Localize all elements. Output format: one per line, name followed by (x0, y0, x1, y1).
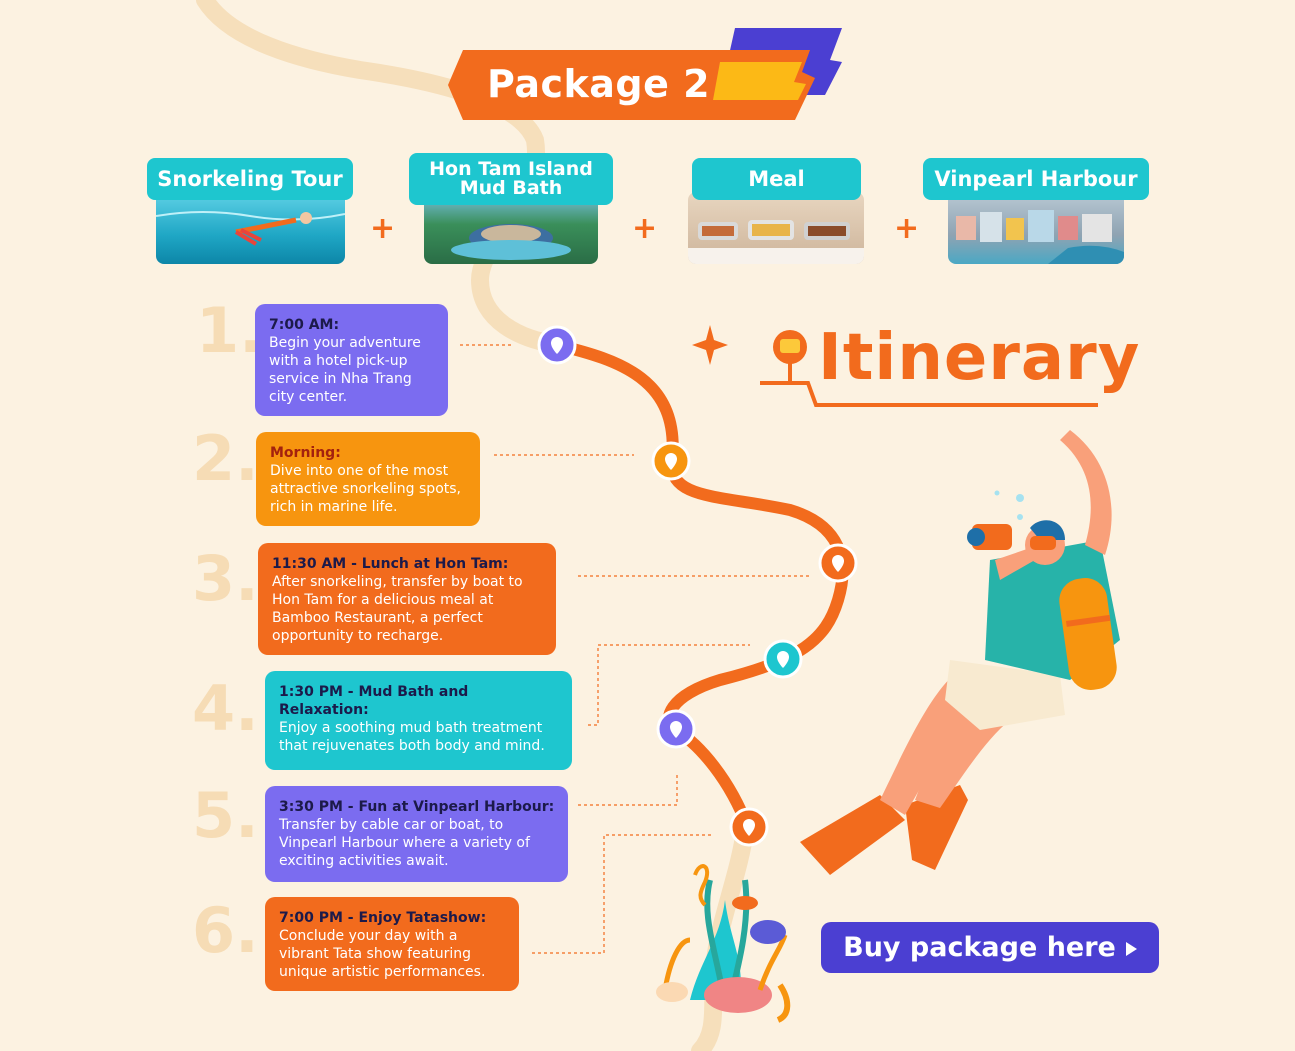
package-banner-shapes (448, 28, 842, 120)
step-card: Morning: Dive into one of the most attra… (256, 432, 480, 526)
meal-photo (688, 192, 864, 264)
plus-icon: + (370, 211, 396, 246)
step-number: 6. (192, 894, 259, 967)
step-heading: Morning: (270, 445, 341, 461)
pin-icon (651, 441, 691, 481)
plus-icon: + (632, 211, 658, 246)
step-number: 4. (192, 672, 259, 745)
step-text: Enjoy a soothing mud bath treatment that… (279, 720, 545, 754)
snorkeling-photo (156, 192, 345, 264)
connector-lines (460, 344, 810, 954)
step-number: 1. (196, 294, 263, 367)
step-heading: 7:00 AM: (269, 317, 340, 333)
itinerary-sign-icon (760, 330, 1098, 407)
step-heading: 1:30 PM - Mud Bath and Relaxation: (279, 684, 469, 718)
pin-icon (763, 639, 803, 679)
step-number: 5. (192, 779, 259, 852)
plus-icon: + (894, 211, 920, 246)
step-text: Begin your adventure with a hotel pick-u… (269, 335, 421, 405)
pin-icon (656, 709, 696, 749)
buy-package-label: Buy package here (843, 932, 1116, 963)
feature-label: Hon Tam Island Mud Bath (409, 153, 613, 205)
decorative-path (196, 0, 569, 354)
sparkle-icon (692, 325, 728, 365)
diver-illustration (800, 430, 1120, 875)
step-heading: 11:30 AM - Lunch at Hon Tam: (272, 556, 509, 572)
step-text: After snorkeling, transfer by boat to Ho… (272, 574, 523, 644)
buy-package-button[interactable]: Buy package here (821, 922, 1159, 973)
pin-icon (537, 325, 577, 365)
feature-label: Vinpearl Harbour (923, 158, 1149, 200)
step-card: 7:00 PM - Enjoy Tatashow: Conclude your … (265, 897, 519, 991)
route-path (551, 339, 849, 834)
step-card: 3:30 PM - Fun at Vinpearl Harbour: Trans… (265, 786, 568, 882)
route-pins (537, 325, 858, 847)
package-title: Package 2 (487, 62, 711, 106)
step-card: 7:00 AM: Begin your adventure with a hot… (255, 304, 448, 416)
step-heading: 3:30 PM - Fun at Vinpearl Harbour: (279, 799, 555, 815)
step-text: Dive into one of the most attractive sno… (270, 463, 461, 515)
play-arrow-icon (1125, 941, 1137, 956)
pin-icon (818, 543, 858, 583)
step-text: Conclude your day with a vibrant Tata sh… (279, 928, 486, 980)
step-text: Transfer by cable car or boat, to Vinpea… (279, 817, 530, 869)
step-number: 2. (192, 422, 259, 495)
itinerary-title: Itinerary (818, 321, 1141, 395)
feature-label: Snorkeling Tour (147, 158, 353, 200)
step-number: 3. (192, 542, 259, 615)
step-card: 11:30 AM - Lunch at Hon Tam: After snork… (258, 543, 556, 655)
coral-illustration (656, 864, 791, 1023)
step-heading: 7:00 PM - Enjoy Tatashow: (279, 910, 487, 926)
feature-label: Meal (692, 158, 861, 200)
step-card: 1:30 PM - Mud Bath and Relaxation: Enjoy… (265, 671, 572, 770)
harbour-photo (948, 192, 1124, 264)
pin-icon (729, 807, 769, 847)
